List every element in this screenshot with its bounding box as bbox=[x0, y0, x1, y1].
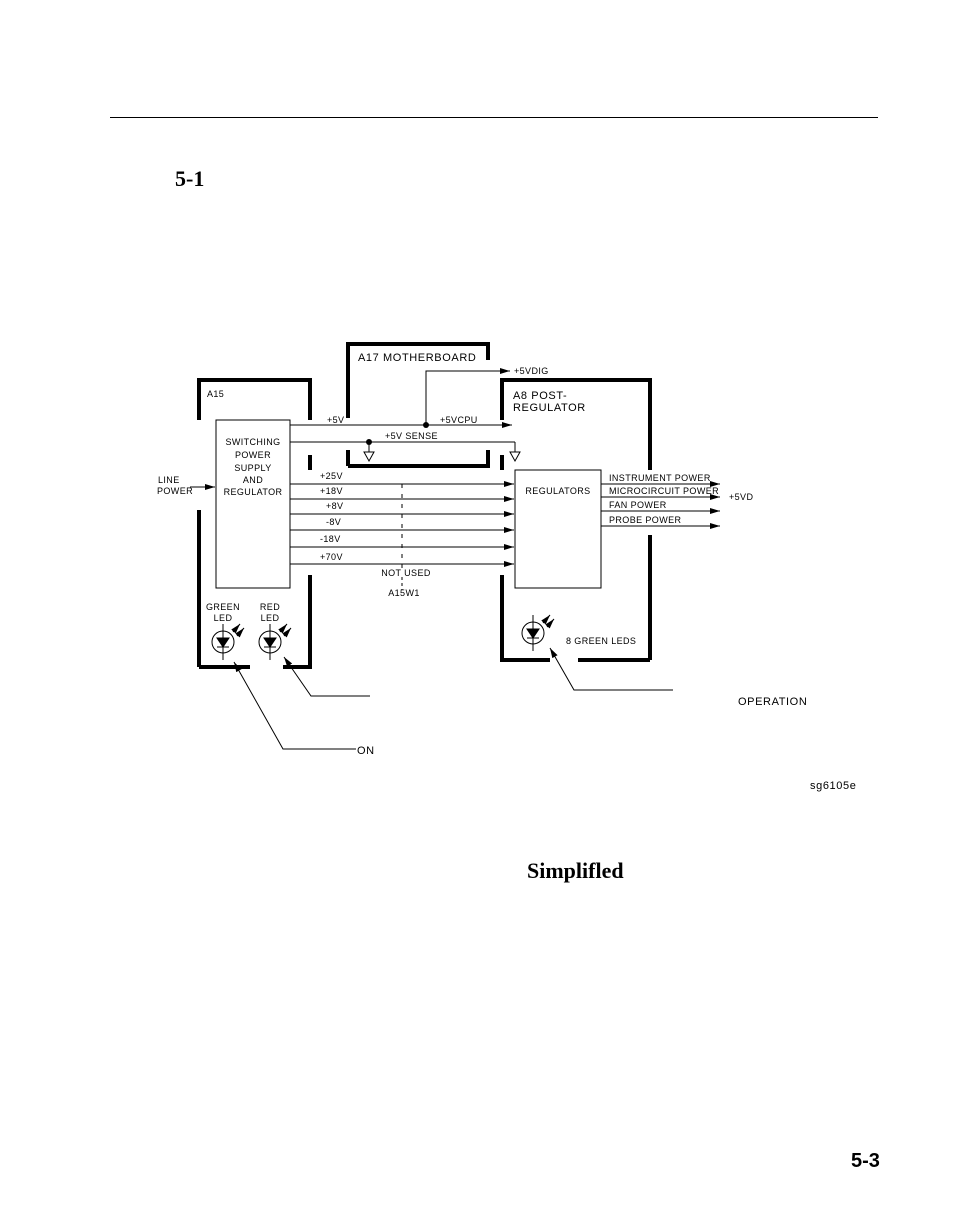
supply-label-3: SUPPLY bbox=[234, 463, 271, 473]
green-led-icon bbox=[211, 623, 245, 660]
drawing-id: sg6105e bbox=[810, 780, 856, 792]
green-led-label-2: LED bbox=[214, 613, 233, 623]
red-led-label-2: LED bbox=[261, 613, 280, 623]
v5cpu-label: +5VCPU bbox=[440, 415, 478, 425]
output-probe-power: PROBE POWER bbox=[609, 515, 682, 525]
regulators-label: REGULATORS bbox=[525, 486, 590, 496]
page-number: 5-3 bbox=[851, 1150, 880, 1172]
switching-supply-block bbox=[215, 419, 291, 589]
a8-green-leds-label: 8 GREEN LEDS bbox=[566, 636, 636, 646]
on-label: ON bbox=[357, 745, 375, 757]
supply-label-5: REGULATOR bbox=[224, 487, 283, 497]
supply-label-4: AND bbox=[243, 475, 263, 485]
a8-post-regulator-outline bbox=[500, 378, 652, 662]
v5sense-label: +5V SENSE bbox=[385, 431, 438, 441]
supply-label-2: POWER bbox=[235, 450, 271, 460]
output-microcircuit-power: MICROCIRCUIT POWER bbox=[609, 486, 719, 496]
a8-label-line1: A8 POST- bbox=[513, 390, 567, 402]
junction-dot-5vdig bbox=[423, 422, 429, 428]
junction-dot-sense bbox=[366, 439, 372, 445]
output-fan-power: FAN POWER bbox=[609, 500, 667, 510]
v5dig-label: +5VDIG bbox=[514, 366, 549, 376]
output-power-lines bbox=[601, 481, 720, 529]
v25-label: +25V bbox=[320, 471, 343, 481]
v18-label: +18V bbox=[320, 486, 343, 496]
a15-label: A15 bbox=[207, 389, 224, 399]
a15w1-label: A15W1 bbox=[388, 588, 420, 598]
supply-label-1: SWITCHING bbox=[225, 437, 280, 447]
v5-label: +5V bbox=[327, 415, 344, 425]
v5vd-label: +5VD bbox=[729, 492, 753, 502]
a17-motherboard-outline bbox=[346, 342, 490, 468]
header-rule bbox=[110, 117, 878, 118]
v8-label: +8V bbox=[326, 501, 343, 511]
operation-label: OPERATION bbox=[738, 696, 807, 708]
output-instrument-power: INSTRUMENT POWER bbox=[609, 473, 711, 483]
vm18-label: -18V bbox=[320, 534, 341, 544]
bus-5v bbox=[290, 368, 516, 452]
a8-green-leds-icon bbox=[521, 614, 555, 651]
line-power-label-2: POWER bbox=[157, 486, 193, 496]
line-power-label-1: LINE bbox=[158, 475, 180, 485]
vm8-label: -8V bbox=[326, 517, 341, 527]
v70-label: +70V bbox=[320, 552, 343, 562]
a15-assembly-outline bbox=[197, 378, 312, 669]
supply-voltage-lines bbox=[290, 481, 514, 590]
green-led-label-1: GREEN bbox=[206, 602, 240, 612]
ground-symbol-right bbox=[509, 451, 521, 463]
not-used-label: NOT USED bbox=[381, 568, 431, 578]
red-led-icon bbox=[258, 623, 292, 660]
regulators-block bbox=[514, 469, 602, 589]
callout-leaders bbox=[233, 647, 673, 750]
red-led-label-1: RED bbox=[260, 602, 280, 612]
a8-label-line2: REGULATOR bbox=[513, 402, 586, 414]
figure-caption: Simplifled bbox=[527, 858, 624, 883]
figure-number: 5-1 bbox=[175, 166, 205, 191]
ground-symbol-left bbox=[363, 451, 375, 463]
a17-label: A17 MOTHERBOARD bbox=[358, 352, 476, 364]
